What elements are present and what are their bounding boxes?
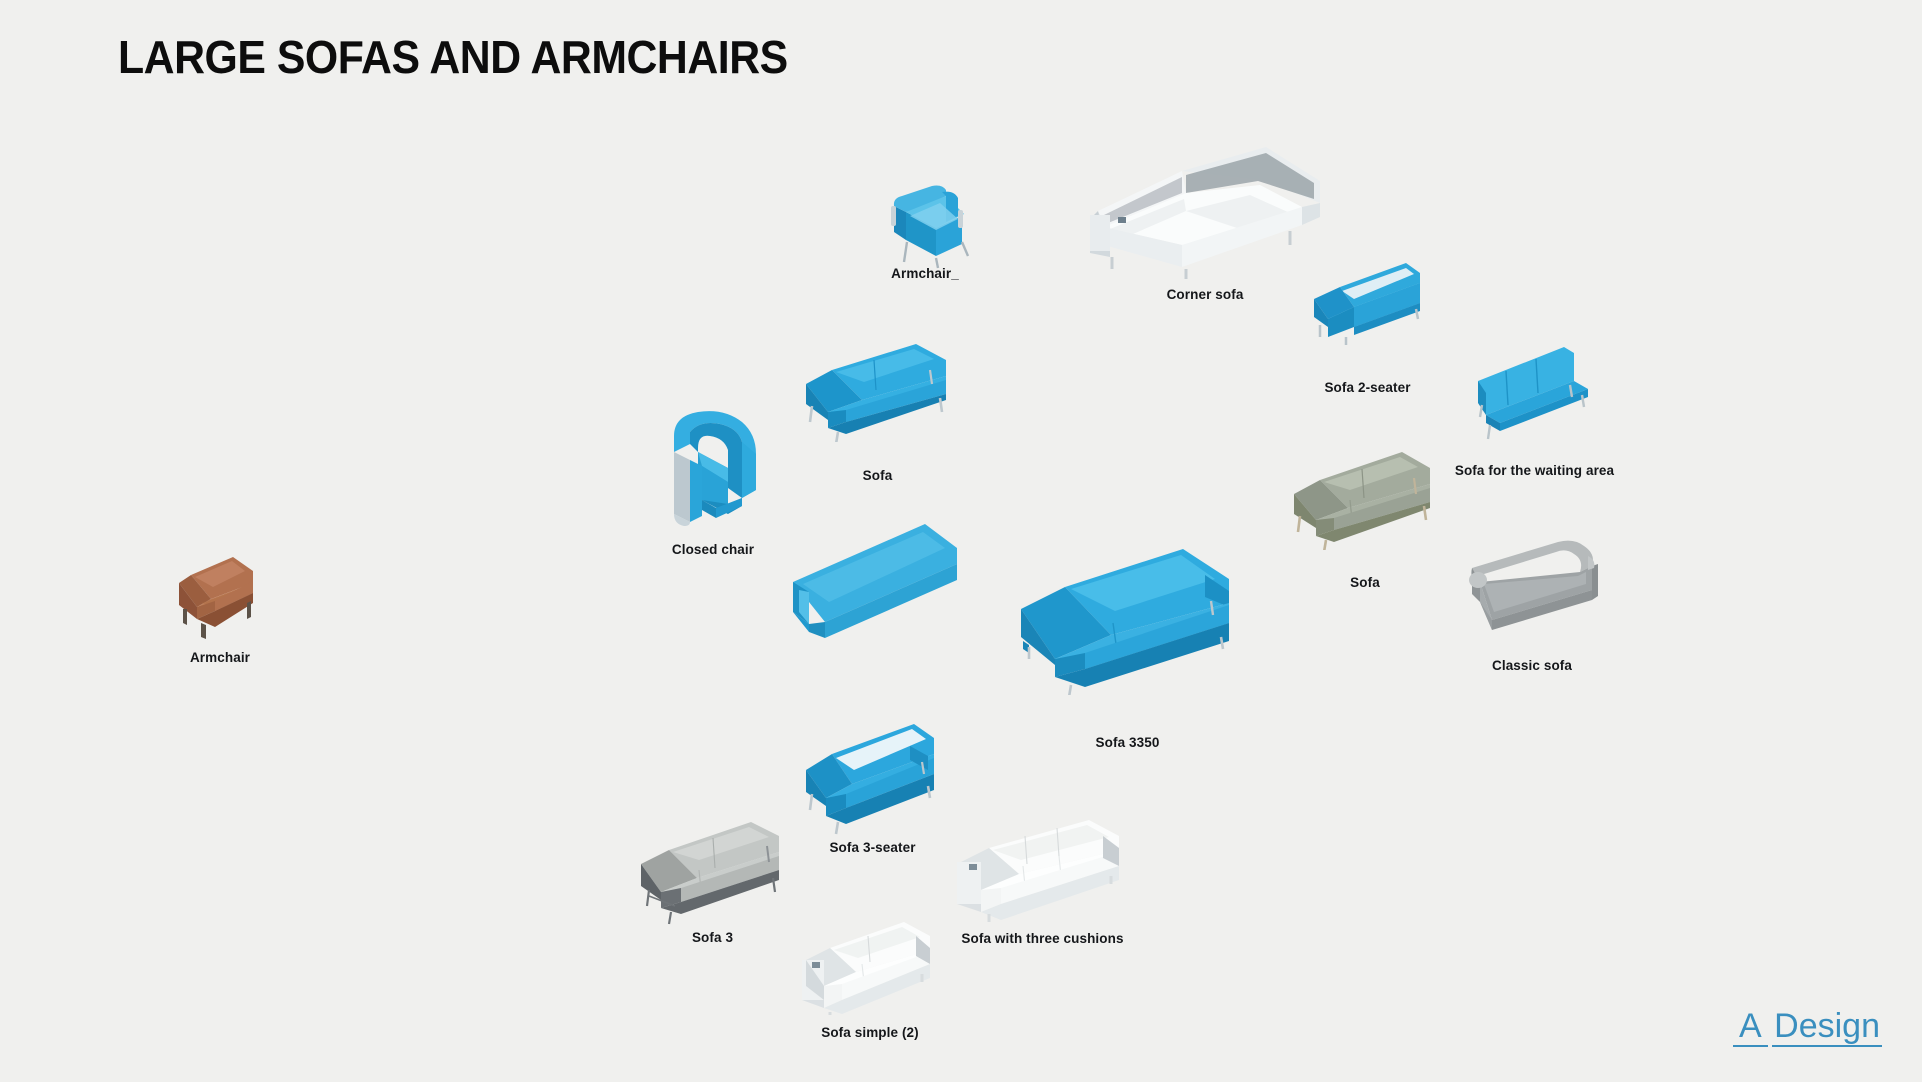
armchair-underscore-illustration [891,185,970,269]
catalog-item-sofa-green[interactable]: Sofa [1290,450,1440,590]
caption-sofa-simple-2: Sofa simple (2) [821,1025,919,1040]
caption-sofa-waiting-area: Sofa for the waiting area [1454,463,1615,478]
catalog-item-sofa-2-seater[interactable]: Sofa 2-seater [1310,255,1425,395]
caption-classic-sofa: Classic sofa [1492,658,1572,673]
sofa-block-illustration [793,524,957,638]
closed-chair-illustration [674,411,756,526]
caption-corner-sofa: Corner sofa [1166,287,1244,302]
catalog-item-closed-chair[interactable]: Closed chair [658,408,768,557]
catalog-item-sofa-three-cushions[interactable]: Sofa with three cushions [955,818,1130,946]
caption-sofa-three-cushions: Sofa with three cushions [961,931,1124,946]
sofa-3-seater-illustration [806,724,934,835]
sofa-simple-2-illustration [802,922,930,1015]
catalog-item-sofa-blue-top[interactable]: Sofa [800,342,955,483]
caption-armchair-underscore: Armchair_ [891,266,959,281]
sofa-three-cushions-illustration [957,820,1119,922]
catalog-item-sofa-3[interactable]: Sofa 3 [635,820,790,945]
sofa-3350-illustration [1021,549,1229,695]
catalog-item-sofa-3-seater[interactable]: Sofa 3-seater [800,720,945,855]
logo-line-a: A [1733,1009,1768,1047]
sofa-3-illustration [641,822,779,925]
catalog-item-sofa-simple-2[interactable]: Sofa simple (2) [800,920,940,1040]
catalog-item-classic-sofa[interactable]: Classic sofa [1462,538,1602,673]
catalog-item-sofa-waiting-area[interactable]: Sofa for the waiting area [1455,345,1614,478]
caption-sofa-3350: Sofa 3350 [1095,735,1160,750]
catalog-item-sofa-block-unlabeled[interactable] [785,520,960,638]
catalog-item-armchair-brown[interactable]: Armchair [175,547,265,665]
caption-sofa-3-seater: Sofa 3-seater [829,840,916,855]
a-design-logo[interactable]: A Design [1733,1009,1882,1054]
caption-armchair-brown: Armchair [189,650,251,665]
caption-sofa-blue-top: Sofa [862,468,893,483]
sofa-2-seater-illustration [1314,263,1420,345]
caption-sofa-3: Sofa 3 [691,930,734,945]
corner-sofa-illustration [1090,147,1320,279]
caption-closed-chair: Closed chair [671,542,755,557]
catalog-item-armchair-underscore[interactable]: Armchair_ [880,170,970,281]
sofa-waiting-area-illustration [1478,347,1588,440]
page-title: LARGE SOFAS AND ARMCHAIRS [118,31,788,83]
caption-sofa-2-seater: Sofa 2-seater [1324,380,1411,395]
catalog-item-corner-sofa[interactable]: Corner sofa [1090,145,1320,302]
sofa-blue-top-illustration [806,344,946,442]
classic-sofa-illustration [1469,540,1598,630]
armchair-brown-illustration [179,557,253,639]
caption-sofa-green: Sofa [1350,575,1380,590]
sofa-green-illustration [1294,452,1430,550]
catalog-item-sofa-3350[interactable]: Sofa 3350 [1015,545,1240,750]
logo-line-design: Design [1772,1007,1882,1047]
